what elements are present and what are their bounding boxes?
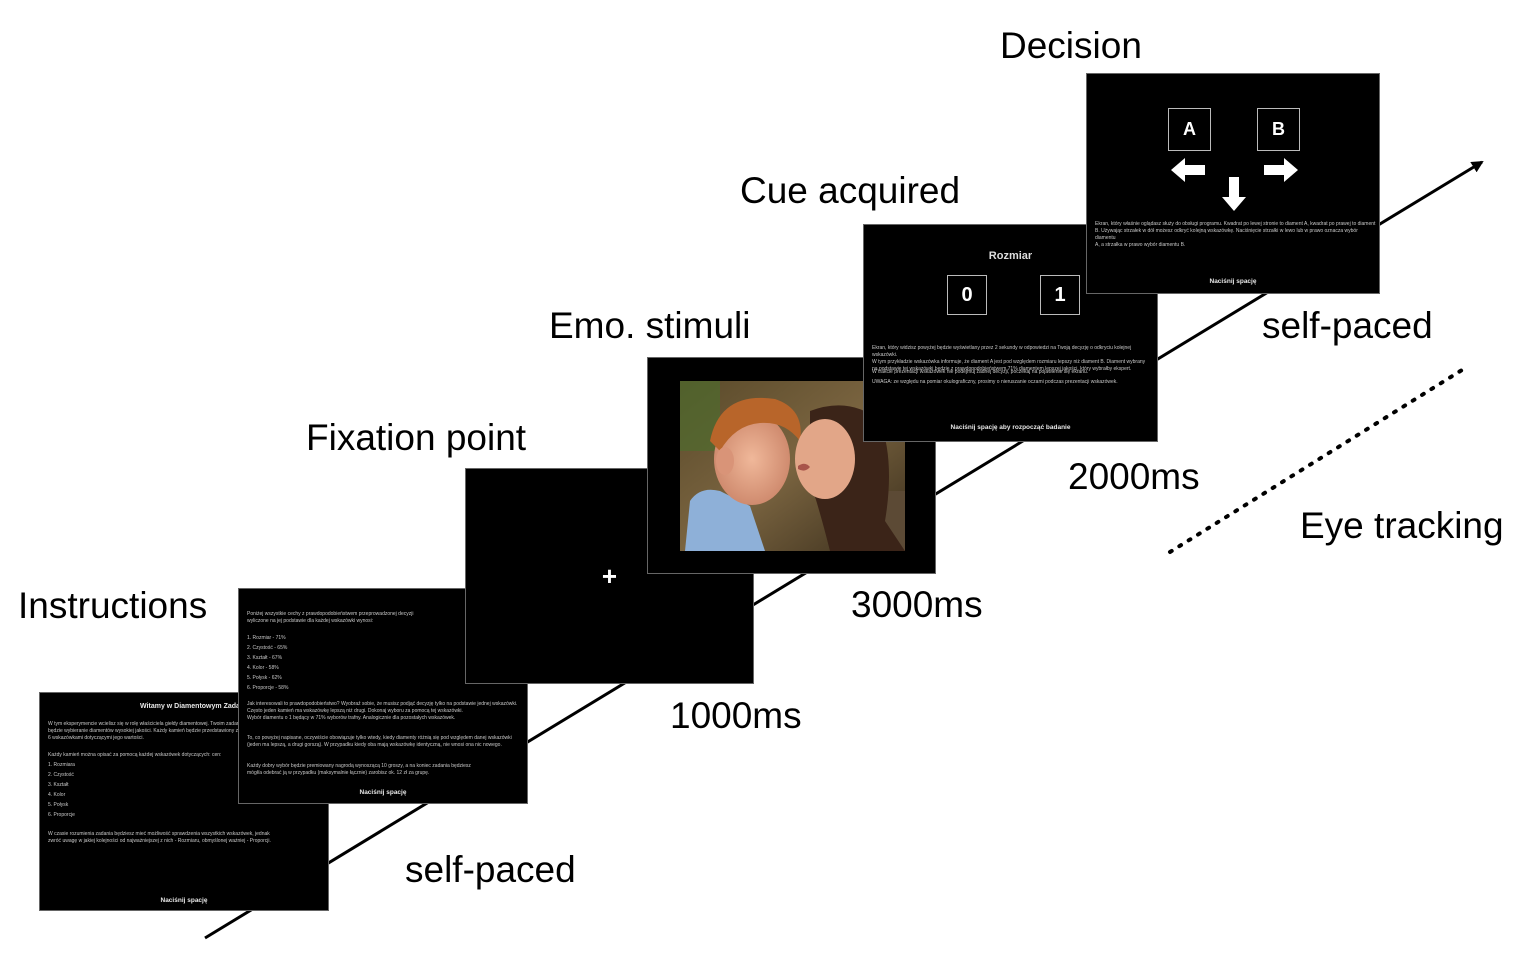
instructions-screen-title: Witamy w Diamentowym Zadaniu Decyzyjnym — [140, 703, 293, 710]
cue-right-value: 1 — [1040, 275, 1080, 315]
probabilities-list-item: 3. Kształt - 67% — [247, 655, 283, 661]
probabilities-list-item: 6. Proporcje - 58% — [247, 685, 289, 691]
probabilities-para3: Każdy dobry wybór będzie premiowany nagr… — [247, 763, 471, 776]
instructions-outro: W czasie rozumienia zadania będziesz mie… — [48, 831, 271, 844]
cue-screen: Rozmiar 0 1 Ekran, który widzisz powyżej… — [863, 224, 1158, 442]
cue-footer: Naciśnij spację aby rozpocząć badanie — [950, 424, 1071, 431]
decision-screen: A B Ekran, który właśnie oglądasz służy … — [1086, 73, 1380, 294]
probabilities-list-item: 5. Połysk - 62% — [247, 675, 282, 681]
timing-fixation: 1000ms — [670, 695, 802, 736]
instructions-list-item: 1. Rozmiara — [48, 762, 75, 768]
stage-label-instructions: Instructions — [18, 585, 208, 626]
cue-left-value: 0 — [947, 275, 987, 315]
instructions-list-item: 2. Czystość — [48, 772, 74, 778]
arrow-left-icon — [1171, 158, 1205, 182]
probabilities-intro: Poniżej wszystkie cechy z prawdopodobień… — [247, 611, 414, 624]
cue-text-1: Ekran, który widzisz powyżej będzie wyśw… — [872, 345, 1146, 372]
probabilities-footer: Naciśnij spację — [359, 789, 407, 796]
timing-instructions: self-paced — [405, 849, 576, 890]
option-a-box: A — [1168, 108, 1211, 151]
timing-decision: self-paced — [1262, 305, 1433, 346]
probabilities-para1: Jak interesowali to prawdopodobieństwo? … — [247, 701, 518, 721]
instructions-list-item: 4. Kolor — [48, 792, 66, 798]
arrow-right-icon — [1264, 158, 1298, 182]
probabilities-para2: To, co powyżej napisane, oczywiście obow… — [247, 735, 512, 748]
decision-footer: Naciśnij spację — [1209, 278, 1257, 285]
stage-label-fixation: Fixation point — [306, 417, 527, 458]
fixation-cross: + — [601, 561, 618, 591]
arrow-down-icon — [1222, 177, 1246, 211]
timing-emo: 3000ms — [851, 584, 983, 625]
cue-text-2: W trakcie prezentacji wskazówek nie pode… — [872, 369, 1089, 375]
probabilities-list-item: 1. Rozmiar - 71% — [247, 635, 286, 641]
decision-text: Ekran, który właśnie oglądasz służy do o… — [1095, 221, 1376, 248]
eye-tracking-label: Eye tracking — [1300, 505, 1504, 546]
instructions-intro: W tym eksperymencie wcielisz się w rolę … — [48, 721, 248, 741]
stage-label-cue: Cue acquired — [740, 170, 961, 211]
timing-cue: 2000ms — [1068, 456, 1200, 497]
probabilities-list-item: 2. Czystość - 65% — [247, 645, 288, 651]
cue-title: Rozmiar — [988, 250, 1033, 262]
instructions-list-item: 5. Połysk — [48, 802, 69, 808]
probabilities-list-item: 4. Kolor - 58% — [247, 665, 279, 671]
instructions-list-intro: Każdy kamień można opisać za pomocą każd… — [48, 752, 222, 758]
instructions-list-item: 6. Proporcje — [48, 812, 75, 818]
stage-label-decision: Decision — [1000, 25, 1142, 66]
instructions-footer: Naciśnij spację — [160, 897, 208, 904]
probabilities-screen: Poniżej wszystkie cechy z prawdopodobień… — [238, 588, 528, 804]
cue-text-3: UWAGA: ze względu na pomiar okulograficz… — [872, 379, 1118, 385]
instructions-list-item: 3. Kształt — [48, 782, 69, 788]
stage-label-emo: Emo. stimuli — [549, 305, 751, 346]
eye-tracking-dotted-line — [1168, 368, 1464, 554]
option-b-box: B — [1257, 108, 1300, 151]
